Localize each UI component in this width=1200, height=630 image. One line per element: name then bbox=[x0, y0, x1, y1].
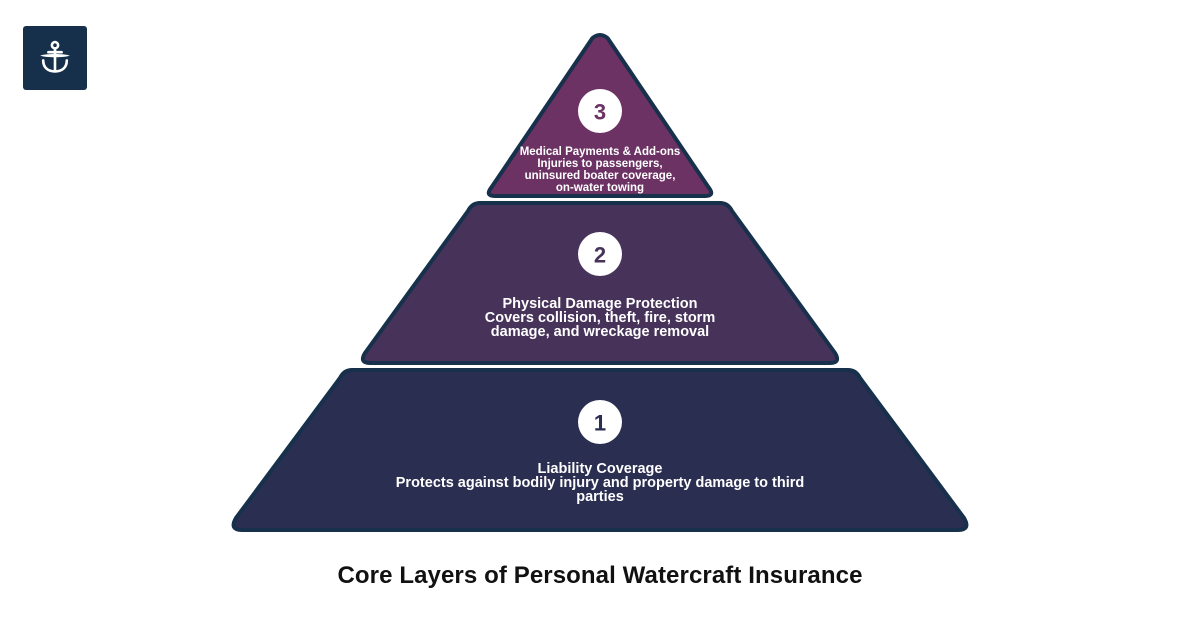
page-title: Core Layers of Personal Watercraft Insur… bbox=[337, 562, 863, 589]
pyramid-level-2-heading: Physical Damage Protection bbox=[502, 296, 697, 312]
pyramid-level-3-number: 3 bbox=[594, 100, 606, 125]
pyramid-level-2-shape bbox=[360, 201, 840, 365]
pyramid-level-1-shape bbox=[231, 368, 969, 532]
pyramid-level-1-badge bbox=[578, 400, 622, 444]
pyramid-level-1-number: 1 bbox=[594, 411, 606, 436]
pyramid-level-2-badge bbox=[578, 232, 622, 276]
pyramid-level-2-desc-line-2: damage, and wreckage removal bbox=[491, 324, 709, 340]
pyramid-chart: 3 Medical Payments & Add-ons Injuries to… bbox=[231, 33, 969, 532]
pyramid-level-1-desc-line-1: Protects against bodily injury and prope… bbox=[396, 475, 804, 491]
pyramid-level-1[interactable]: 1 Liability Coverage Protects against bo… bbox=[231, 368, 969, 532]
pyramid-level-2-desc-line-1: Covers collision, theft, fire, storm bbox=[485, 310, 715, 326]
pyramid-level-3-desc-line-1: Injuries to passengers, bbox=[537, 158, 662, 170]
pyramid-level-3-desc-line-2: uninsured boater coverage, bbox=[525, 170, 676, 182]
pyramid-level-3-badge bbox=[578, 89, 622, 133]
pyramid-level-1-heading: Liability Coverage bbox=[538, 461, 663, 477]
pyramid-level-1-desc-line-2: parties bbox=[576, 489, 624, 505]
pyramid-level-2[interactable]: 2 Physical Damage Protection Covers coll… bbox=[360, 201, 840, 365]
pyramid-svg: 3 Medical Payments & Add-ons Injuries to… bbox=[231, 33, 969, 532]
brand-logo bbox=[23, 26, 87, 90]
pyramid-level-3-heading: Medical Payments & Add-ons bbox=[520, 146, 681, 158]
pyramid-level-3[interactable]: 3 Medical Payments & Add-ons Injuries to… bbox=[486, 33, 714, 198]
pyramid-level-3-desc-line-3: on-water towing bbox=[556, 182, 644, 194]
anchor-icon bbox=[34, 37, 76, 79]
pyramid-level-2-number: 2 bbox=[594, 243, 606, 268]
